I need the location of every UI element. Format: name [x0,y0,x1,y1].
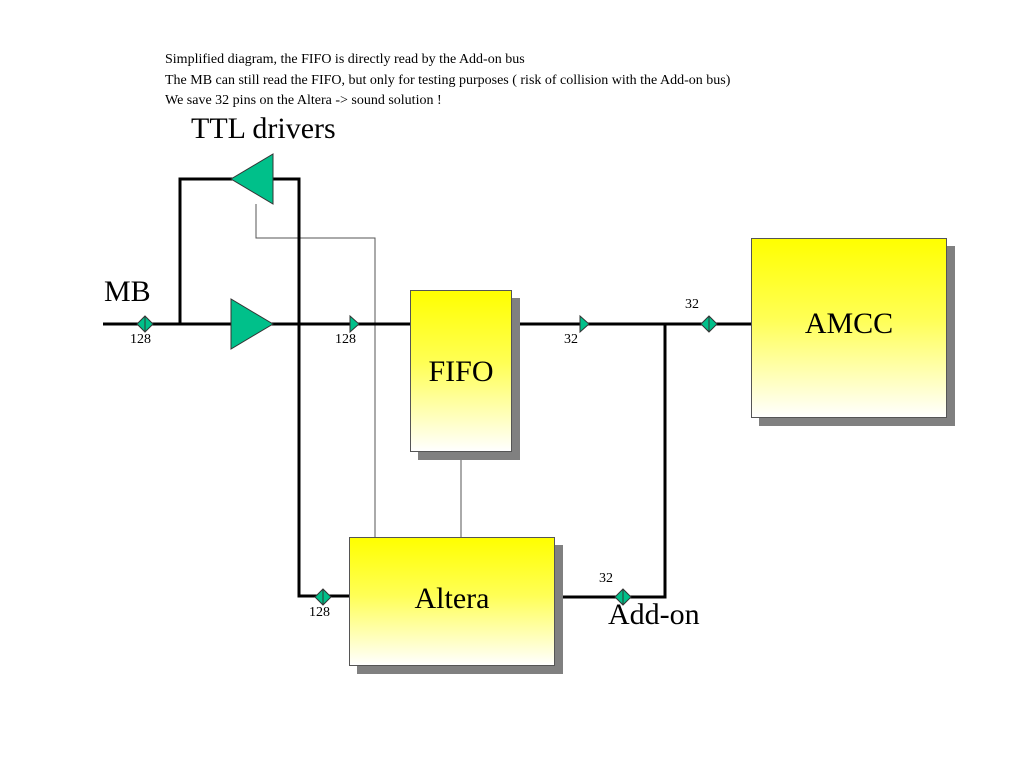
driver-enable-wire [255,204,376,540]
connector-diamond-icon [136,315,154,333]
altera-block: Altera [349,537,555,666]
note-line: Simplified diagram, the FIFO is directly… [165,52,525,67]
add-on-bus-line [555,324,667,599]
bus-arrow-icon [349,314,360,334]
fifo-block: FIFO [410,290,512,452]
note-line: We save 32 pins on the Altera -> sound s… [165,93,442,108]
add-on-label: Add-on [608,598,700,631]
ttl-drivers-label: TTL drivers [191,112,336,145]
bus-width-label: 128 [309,605,330,620]
ttl-loop-bus-line [178,177,350,598]
bus-width-label: 32 [685,297,699,312]
mb-label: MB [104,275,151,308]
bus-width-label: 128 [335,332,356,347]
bus-width-label: 32 [564,332,578,347]
bus-arrow-icon [579,314,590,334]
amcc-label: AMCC [804,307,894,340]
ttl-driver-left-icon [230,153,274,205]
connector-diamond-icon [700,315,718,333]
fifo-label: FIFO [428,355,494,388]
bus-width-label: 128 [130,332,151,347]
ttl-driver-right-icon [230,298,274,350]
diagram-notes: Simplified diagram, the FIFO is directly… [165,50,730,112]
note-line: The MB can still read the FIFO, but only… [165,72,731,88]
connector-diamond-icon [614,588,632,606]
connector-diamond-icon [314,588,332,606]
altera-label: Altera [414,582,490,615]
amcc-block: AMCC [751,238,947,418]
bus-width-label: 32 [599,571,613,586]
